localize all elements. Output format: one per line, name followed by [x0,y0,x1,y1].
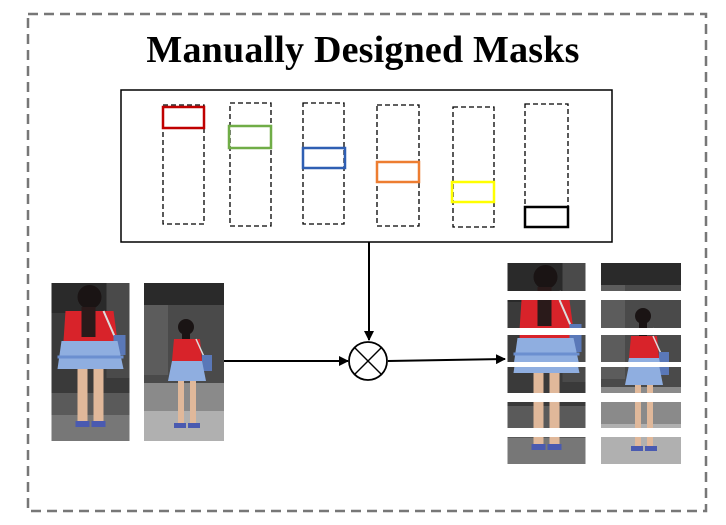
arrow-operator-to-outputs [387,354,506,365]
mask-window-yellow [450,180,496,204]
input-image-1 [51,283,130,441]
output-strips-image-2 [601,263,681,464]
mask-column-1 [162,104,205,225]
mask-column-2 [229,102,272,227]
mask-window-green [227,124,273,150]
mask-window-orange [375,160,421,184]
mask-column-3 [302,102,345,225]
output-strips-image-1 [507,263,586,464]
masks-box [120,89,613,243]
outer-dashed-frame [26,12,708,513]
mask-window-red [161,105,206,130]
page-title: Manually Designed Masks [146,29,580,71]
multiply-operator-icon [348,341,388,381]
mask-window-black [523,205,570,229]
mask-window-blue [301,146,347,170]
input-image-2 [144,283,224,441]
mask-column-5 [452,106,495,228]
